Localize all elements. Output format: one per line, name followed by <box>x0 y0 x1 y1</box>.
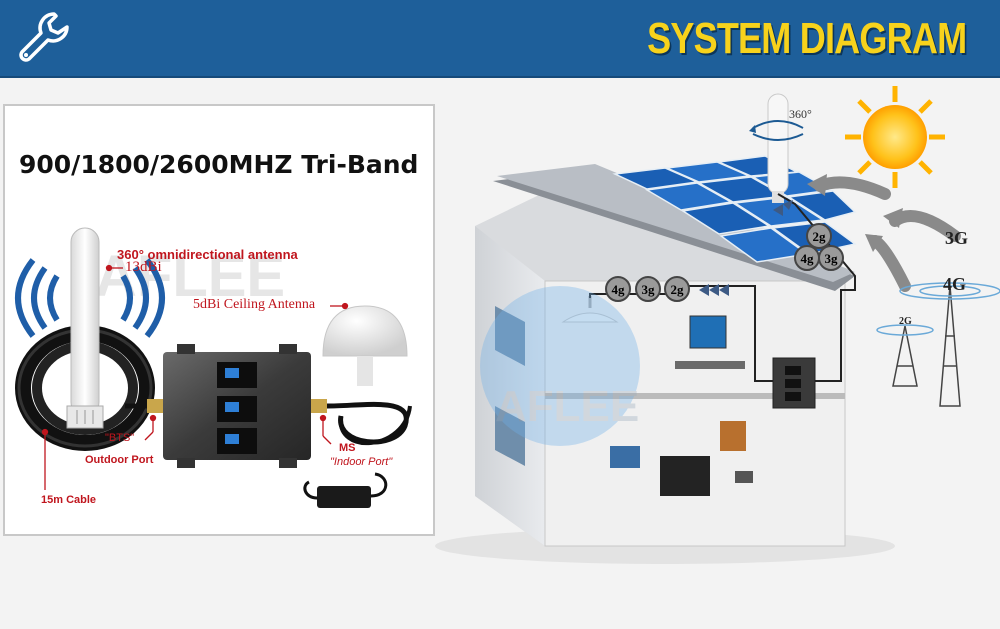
tower-label-3g: 3G <box>945 228 968 248</box>
bts-port-sub: Outdoor Port <box>85 454 153 466</box>
indoor-band-badges: 4g 3g 2g <box>606 277 689 301</box>
roof-band-4g: 4g <box>801 251 815 266</box>
outdoor-antenna <box>67 228 103 428</box>
signal-booster <box>163 344 311 468</box>
sun-icon <box>845 86 945 188</box>
product-panel: 900/1800/2600MHZ Tri-Band AFLEE <box>3 104 435 536</box>
tower-label-4g: 4G <box>943 274 966 294</box>
cable-label: 15m Cable <box>41 494 96 506</box>
cell-towers <box>877 283 1000 406</box>
power-adapter <box>305 474 386 508</box>
roof-band-2g: 2g <box>813 229 827 244</box>
bts-port-label: "BTS" <box>105 432 134 444</box>
tower-label-2g: 2G <box>899 316 912 327</box>
outdoor-antenna-gain: 13dBi <box>125 259 162 276</box>
wrench-icon <box>14 8 74 68</box>
roof-band-3g: 3g <box>825 251 839 266</box>
indoor-band-3g: 3g <box>642 282 656 297</box>
watermark-logo: AFLEE <box>480 286 640 446</box>
svg-text:AFLEE: AFLEE <box>495 382 639 431</box>
ceiling-antenna-label: 5dBi Ceiling Antenna <box>193 297 315 313</box>
house-system-diagram: 360° 2g 4g 3g 4g 3g 2g AFLEE <box>435 76 1000 629</box>
product-illustration: AFLEE <box>5 106 433 534</box>
indoor-band-4g: 4g <box>612 282 626 297</box>
ms-port-label: MS <box>339 442 356 454</box>
rotation-label: 360° <box>789 107 812 121</box>
page-title: SYSTEM DIAGRAM <box>647 14 966 64</box>
indoor-band-2g: 2g <box>671 282 685 297</box>
ceiling-antenna <box>323 306 407 386</box>
ms-port-sub: "Indoor Port" <box>330 456 392 468</box>
header-bar: SYSTEM DIAGRAM <box>0 0 1000 78</box>
